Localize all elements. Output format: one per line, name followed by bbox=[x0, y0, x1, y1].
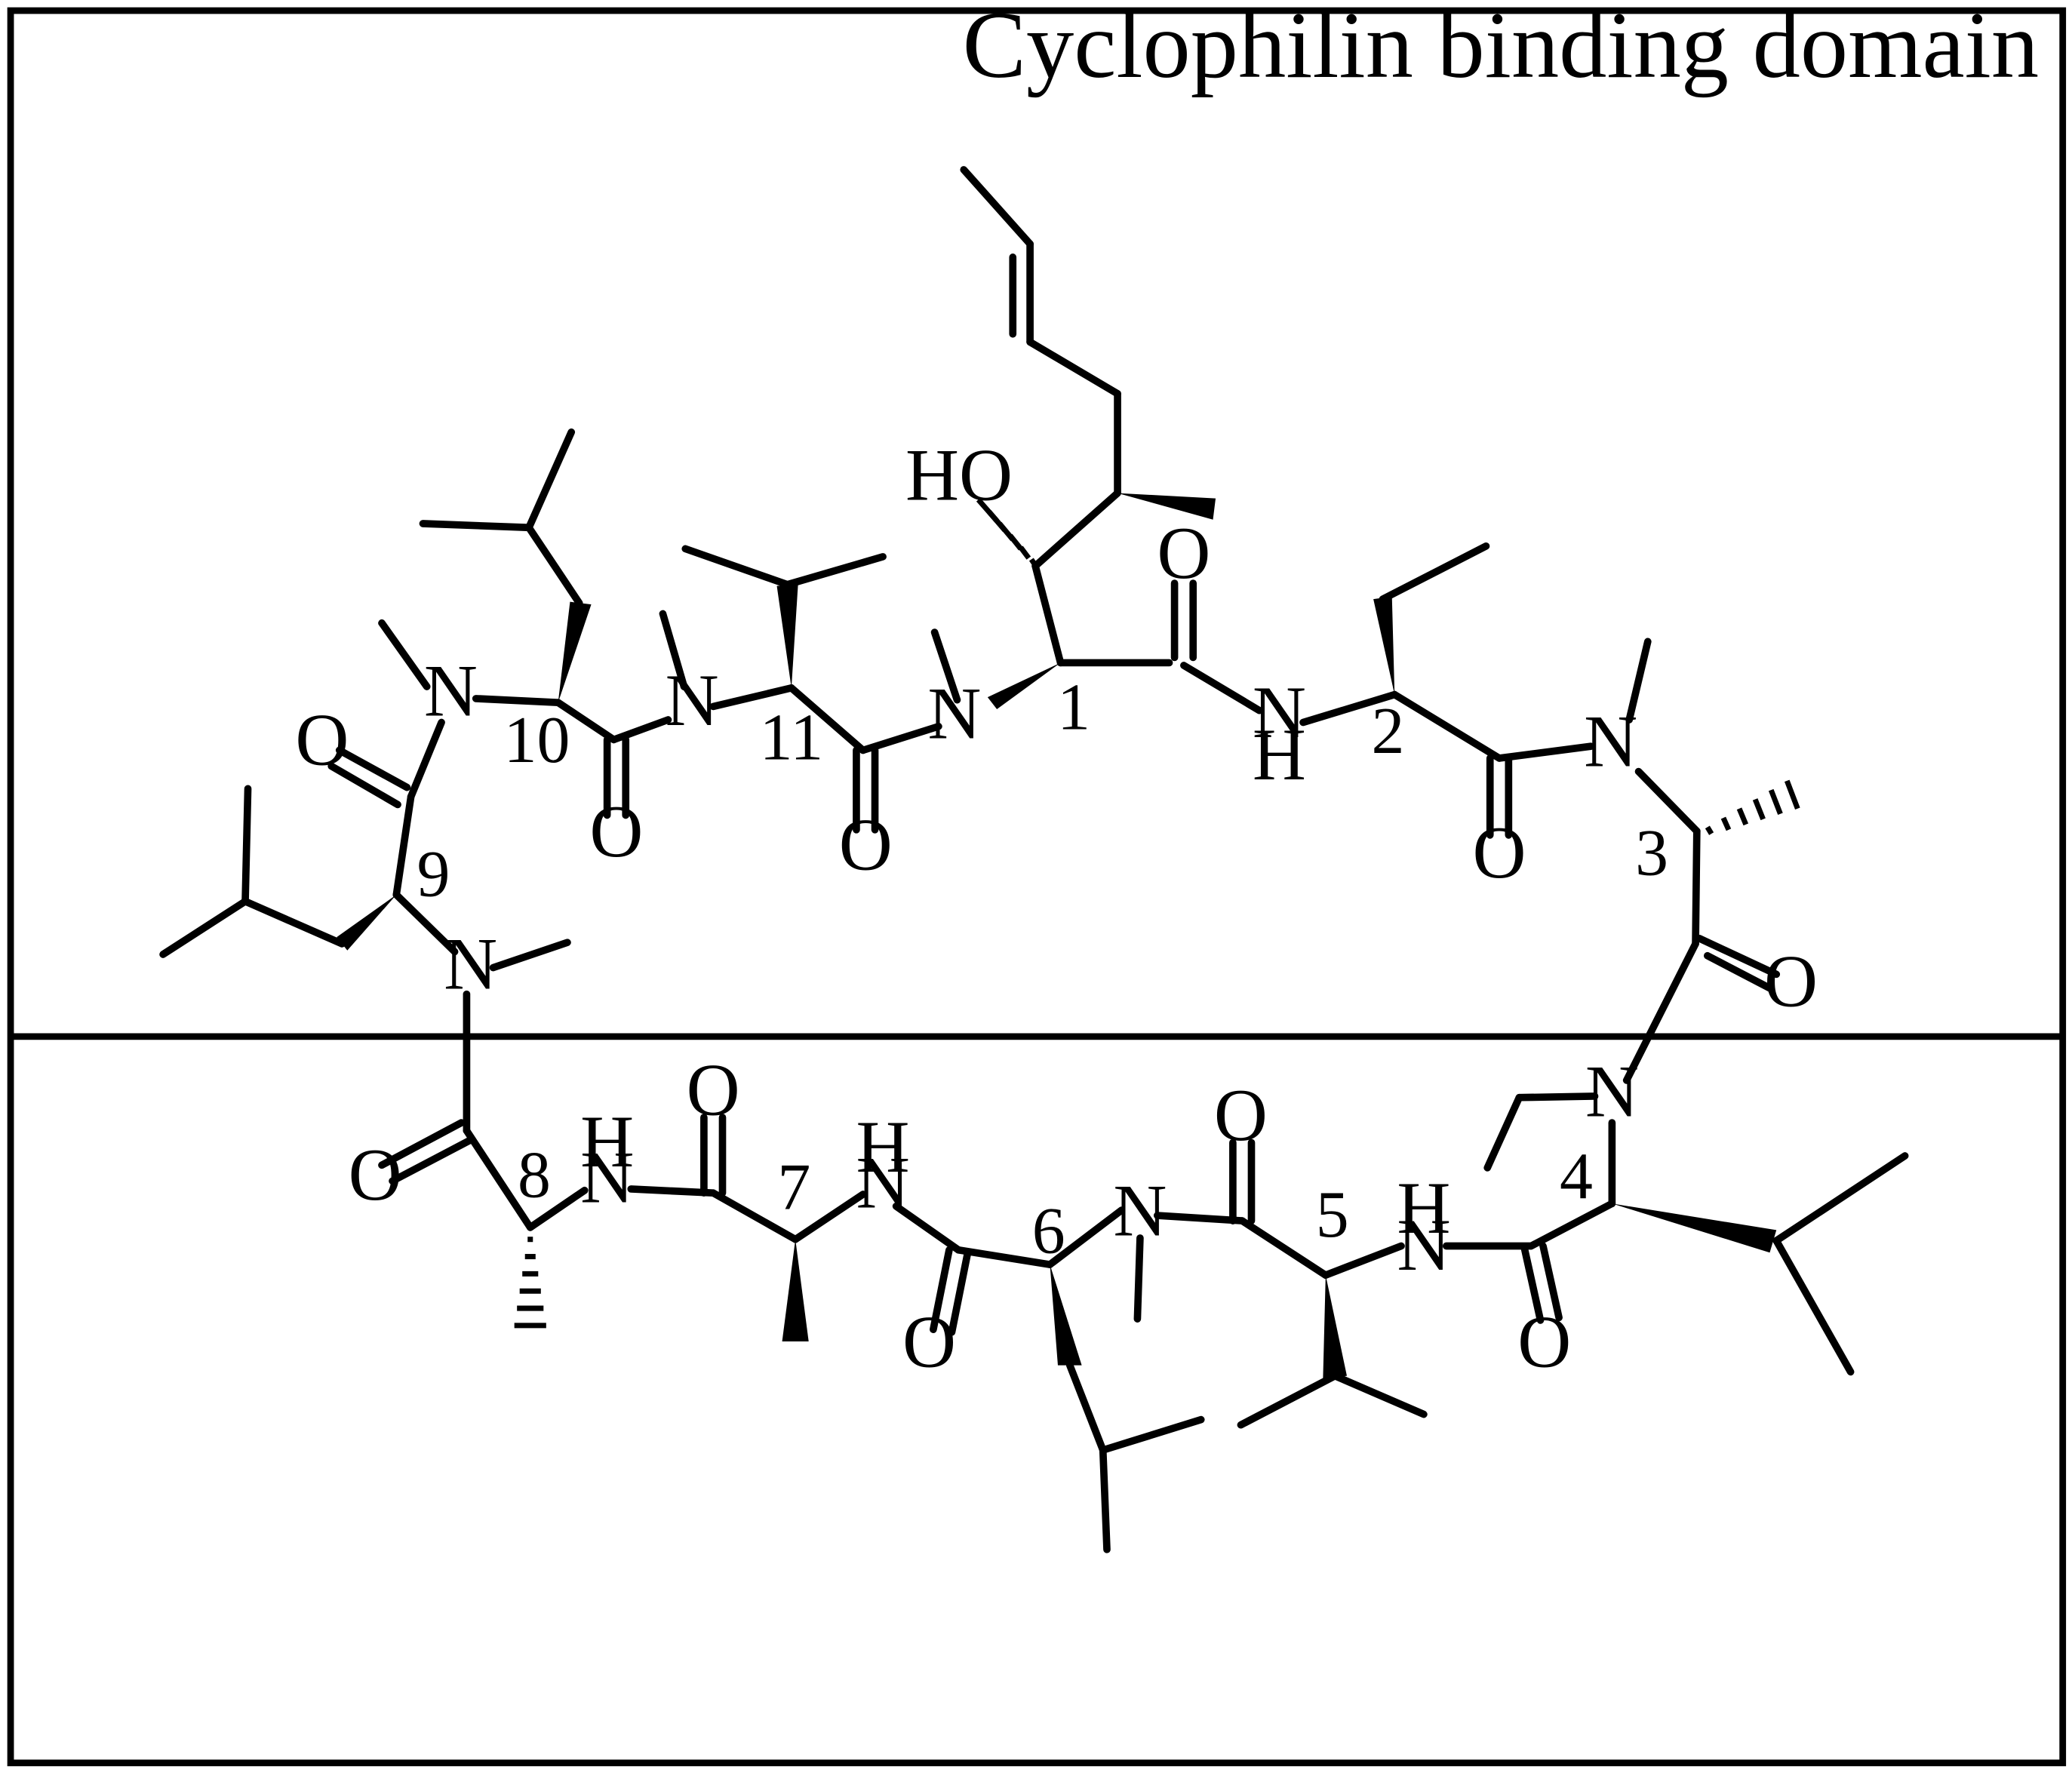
residue-numbers: 1 2 3 4 5 6 7 8 9 10 11 bbox=[417, 671, 1668, 1267]
region-label-cyclophilin-binding-domain: Cyclophilin binding domain bbox=[963, 0, 2039, 98]
residue-number-8: 8 bbox=[518, 1138, 551, 1212]
atom-label-nitrogen: N bbox=[444, 923, 497, 1006]
bonds bbox=[159, 166, 1909, 1553]
atom-label-oxygen: O bbox=[687, 1049, 740, 1132]
atom-label-oxygen: O bbox=[349, 1134, 402, 1216]
atom-label-hydrogen: H bbox=[580, 1101, 634, 1183]
atom-label-oxygen: O bbox=[1473, 812, 1526, 894]
atom-label-oxygen: O bbox=[1157, 512, 1210, 595]
atom-label-nitrogen: N bbox=[927, 673, 981, 755]
residue-number-6: 6 bbox=[1032, 1194, 1065, 1267]
hashed-bonds bbox=[514, 498, 1800, 1329]
atom-label-oxygen: O bbox=[902, 1301, 956, 1383]
residue-number-3: 3 bbox=[1635, 817, 1668, 890]
residue-number-1: 1 bbox=[1057, 671, 1090, 744]
atom-label-oxygen: O bbox=[295, 699, 349, 782]
residue-number-9: 9 bbox=[417, 838, 450, 911]
figure-frame bbox=[7, 7, 2067, 1767]
atom-label-nitrogen: N bbox=[580, 1137, 634, 1219]
atom-label-hydrogen: H bbox=[1397, 1167, 1450, 1249]
atom-label-oxygen: O bbox=[1214, 1074, 1268, 1157]
atom-labels: HO O N N H N O O N H N O O N O H N O H N… bbox=[295, 434, 1818, 1383]
atom-label-oxygen: O bbox=[1764, 940, 1818, 1022]
atom-label-nitrogen: N bbox=[1253, 671, 1306, 754]
residue-number-10: 10 bbox=[504, 704, 570, 777]
atom-label-hydrogen: H bbox=[1253, 714, 1306, 796]
wedge-bonds bbox=[337, 493, 1777, 1379]
atom-label-nitrogen: N bbox=[1585, 1050, 1639, 1132]
atom-label-nitrogen: N bbox=[1113, 1169, 1167, 1252]
residue-number-5: 5 bbox=[1316, 1178, 1349, 1252]
residue-number-11: 11 bbox=[760, 702, 824, 775]
atom-label-nitrogen: N bbox=[1397, 1204, 1450, 1286]
atom-label-nitrogen: N bbox=[666, 659, 719, 742]
residue-number-4: 4 bbox=[1560, 1140, 1593, 1213]
atom-label-oxygen: O bbox=[1517, 1301, 1571, 1383]
atom-label-nitrogen: N bbox=[856, 1142, 910, 1224]
atom-label-oxygen: O bbox=[839, 804, 893, 886]
residue-number-7: 7 bbox=[777, 1151, 810, 1224]
residue-number-2: 2 bbox=[1371, 695, 1404, 768]
atom-label-hydroxyl: HO bbox=[905, 434, 1013, 516]
atom-label-nitrogen: N bbox=[1584, 701, 1637, 783]
atom-label-hydrogen: H bbox=[856, 1106, 910, 1188]
atom-label-nitrogen: N bbox=[424, 650, 478, 733]
atom-label-oxygen: O bbox=[589, 791, 643, 873]
